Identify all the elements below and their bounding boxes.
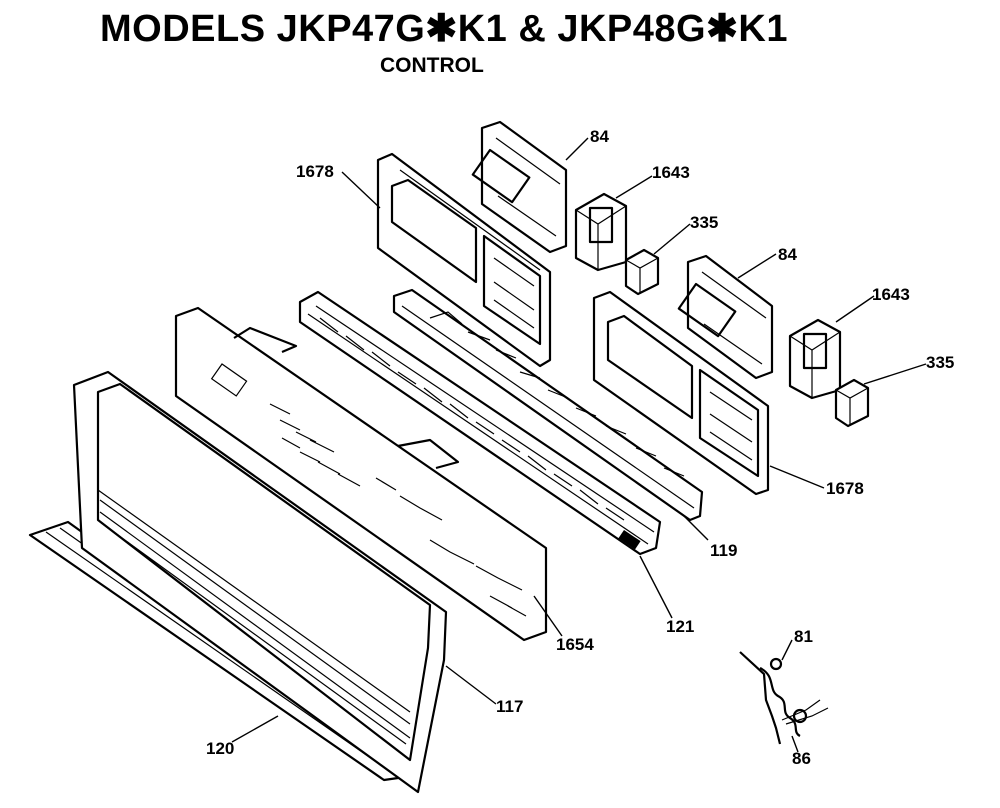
callout-120: 120 [206, 739, 234, 758]
part-335-upper-block [624, 248, 660, 296]
part-81-86-wire-harness [739, 651, 829, 745]
callout-86: 86 [792, 749, 811, 768]
callout-1643-lower: 1643 [872, 285, 910, 304]
callout-1643-upper: 1643 [652, 163, 690, 182]
callout-119: 119 [710, 541, 737, 560]
part-1643-upper-transformer [574, 192, 628, 272]
callout-1678-lower: 1678 [826, 479, 864, 498]
part-1654-control-panel [174, 306, 548, 642]
callout-121: 121 [666, 617, 694, 636]
diagram-subtitle: CONTROL [380, 54, 484, 77]
part-1678-lower-bracket [592, 290, 770, 496]
part-117-front-frame [72, 370, 448, 794]
part-84-upper-board [471, 120, 568, 254]
part-121-circuit-strip [298, 290, 662, 556]
callout-84-lower: 84 [778, 245, 797, 264]
part-335-lower-block [834, 378, 870, 428]
callout-1678-upper: 1678 [296, 162, 334, 181]
leader-lines [231, 137, 927, 753]
callout-81: 81 [794, 627, 813, 646]
callout-335-upper: 335 [690, 213, 718, 232]
callout-335-lower: 335 [926, 353, 954, 372]
diagram-title: MODELS JKP47G✱K1 & JKP48G✱K1 [100, 8, 788, 50]
callout-84-upper: 84 [590, 127, 609, 146]
part-84-lower-board [677, 254, 774, 380]
part-119-circuit-strip [392, 288, 704, 522]
callout-1654: 1654 [556, 635, 594, 654]
callout-117: 117 [496, 697, 523, 716]
part-1678-upper-bracket [376, 152, 552, 368]
part-1643-lower-transformer [788, 318, 842, 400]
